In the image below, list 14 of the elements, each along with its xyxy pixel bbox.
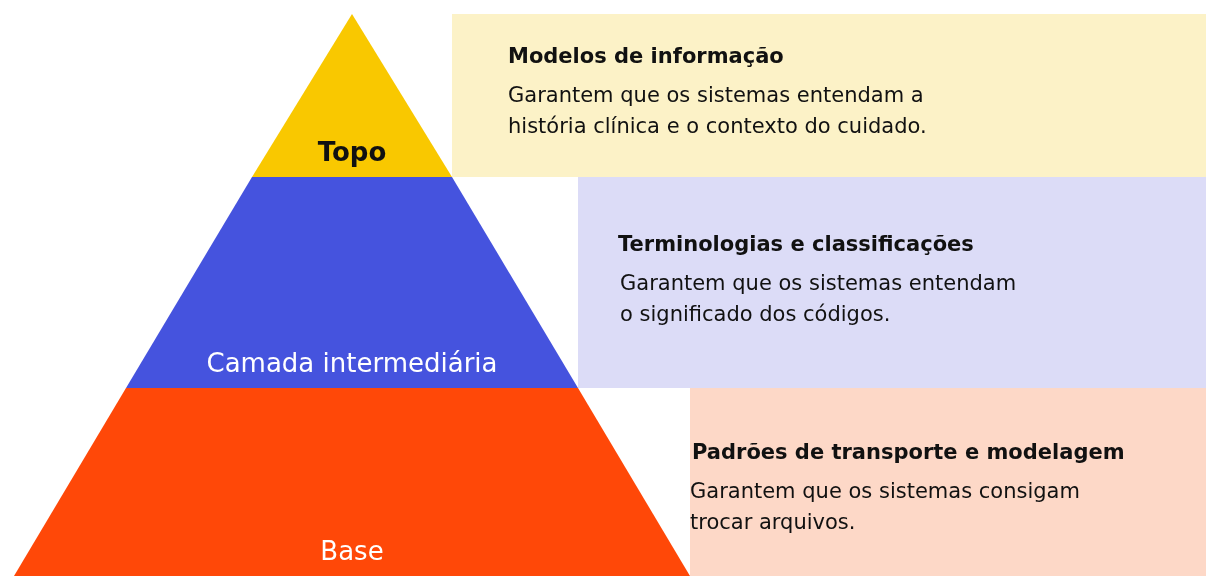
layer-label: Topo bbox=[317, 137, 387, 167]
band-description: Garantem que os sistemas entendam a história clínica e o contexto do cuidado. bbox=[508, 82, 928, 140]
pyramid-layer bbox=[126, 177, 578, 388]
pyramid-layer bbox=[14, 388, 690, 576]
layer-label: Camada intermediária bbox=[206, 348, 498, 378]
band-heading: Modelos de informação bbox=[508, 44, 784, 68]
description-band bbox=[578, 177, 1206, 388]
band-heading: Padrões de transporte e modelagem bbox=[692, 440, 1125, 464]
description-band bbox=[690, 388, 1206, 576]
band-description: Garantem que os sistemas entendam o significado dos códigos. bbox=[620, 270, 1018, 328]
layer-label: Base bbox=[320, 536, 384, 566]
band-heading: Terminologias e classificações bbox=[618, 232, 974, 256]
description-band bbox=[452, 14, 1206, 177]
band-description: Garantem que os sistemas consigam trocar arquivos. bbox=[690, 478, 1081, 536]
